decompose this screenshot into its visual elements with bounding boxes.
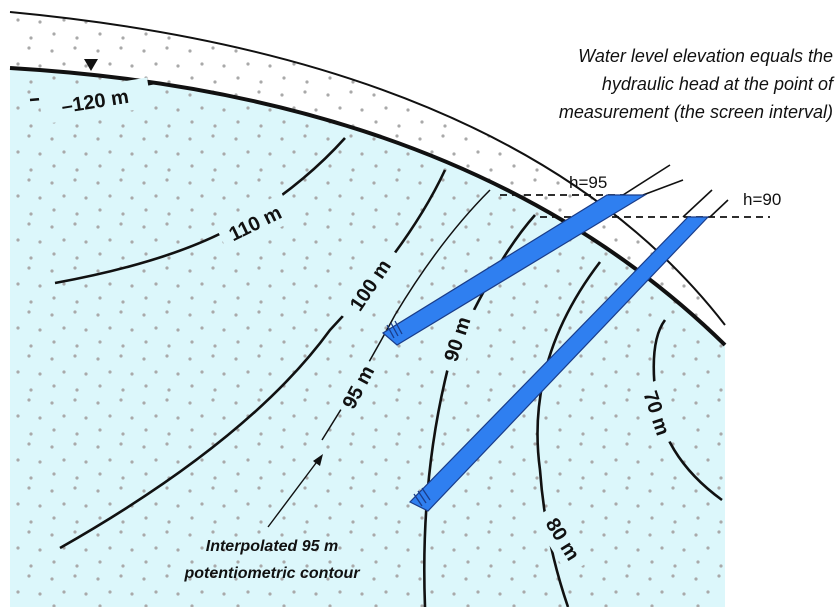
contour-100: [59, 169, 447, 550]
well-1: [381, 164, 684, 346]
head-label-well-1: h=95: [569, 173, 607, 192]
well-2-screen-line-a: [413, 493, 423, 507]
interpolated-label-line-1: Interpolated 95 m: [206, 538, 338, 555]
well-2-screen-line-c: [421, 487, 431, 501]
contour-label-mask-100: [334, 242, 406, 328]
inverted-triangle-icon: [84, 59, 98, 71]
annotation-line-3: measurement (the screen interval): [559, 102, 833, 122]
annotation-line-1: Water level elevation equals the: [578, 46, 833, 66]
contour-label-mask-90: [432, 302, 482, 376]
well-1-screen-line-c: [394, 320, 403, 335]
arrow-head-icon: [313, 454, 323, 466]
well-1-screen-line-a: [386, 324, 395, 339]
saturated-zone-texture: [10, 68, 725, 607]
interpolated-pointer-arrow: [267, 458, 320, 528]
well-2-casing-wall-b: [709, 199, 729, 218]
contour-label-mask-110: [215, 193, 295, 253]
well-2: [408, 189, 729, 512]
well-1-screen-line-b: [390, 322, 399, 337]
well-1-casing-wall-b: [642, 179, 684, 196]
interpolated-label-line-2: potentiometric contour: [183, 565, 360, 582]
contour-label-mask-120: [38, 77, 152, 125]
annotation-line-2: hydraulic head at the point of: [602, 74, 835, 94]
well-1-water-column: [381, 194, 648, 346]
well-1-casing-wall-a: [622, 164, 671, 196]
well-2-water-column: [408, 216, 710, 512]
contour-label-mask-80: [532, 503, 594, 575]
well-2-screen-line-b: [417, 490, 427, 504]
contour-80: [536, 261, 602, 607]
contour-label-mask-95: [333, 356, 383, 418]
contour-label-mask-70: [633, 378, 681, 448]
unsaturated-zone-texture: [10, 12, 725, 345]
head-label-well-2: h=90: [743, 190, 781, 209]
well-2-casing-wall-a: [682, 189, 713, 218]
